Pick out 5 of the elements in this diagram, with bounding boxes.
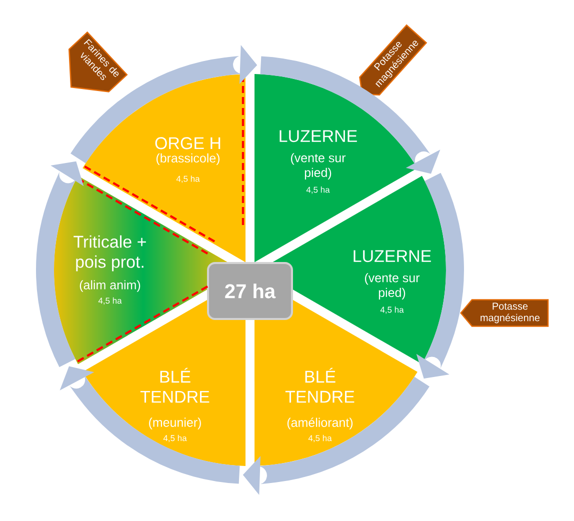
- input-tag: Potasse magnésienne: [460, 299, 549, 327]
- node-label: LUZERNE: [280, 130, 357, 142]
- node-label: 4,5 ha: [306, 186, 330, 194]
- node-label: 4,5 ha: [380, 306, 404, 314]
- total-box: 27 ha: [207, 262, 293, 320]
